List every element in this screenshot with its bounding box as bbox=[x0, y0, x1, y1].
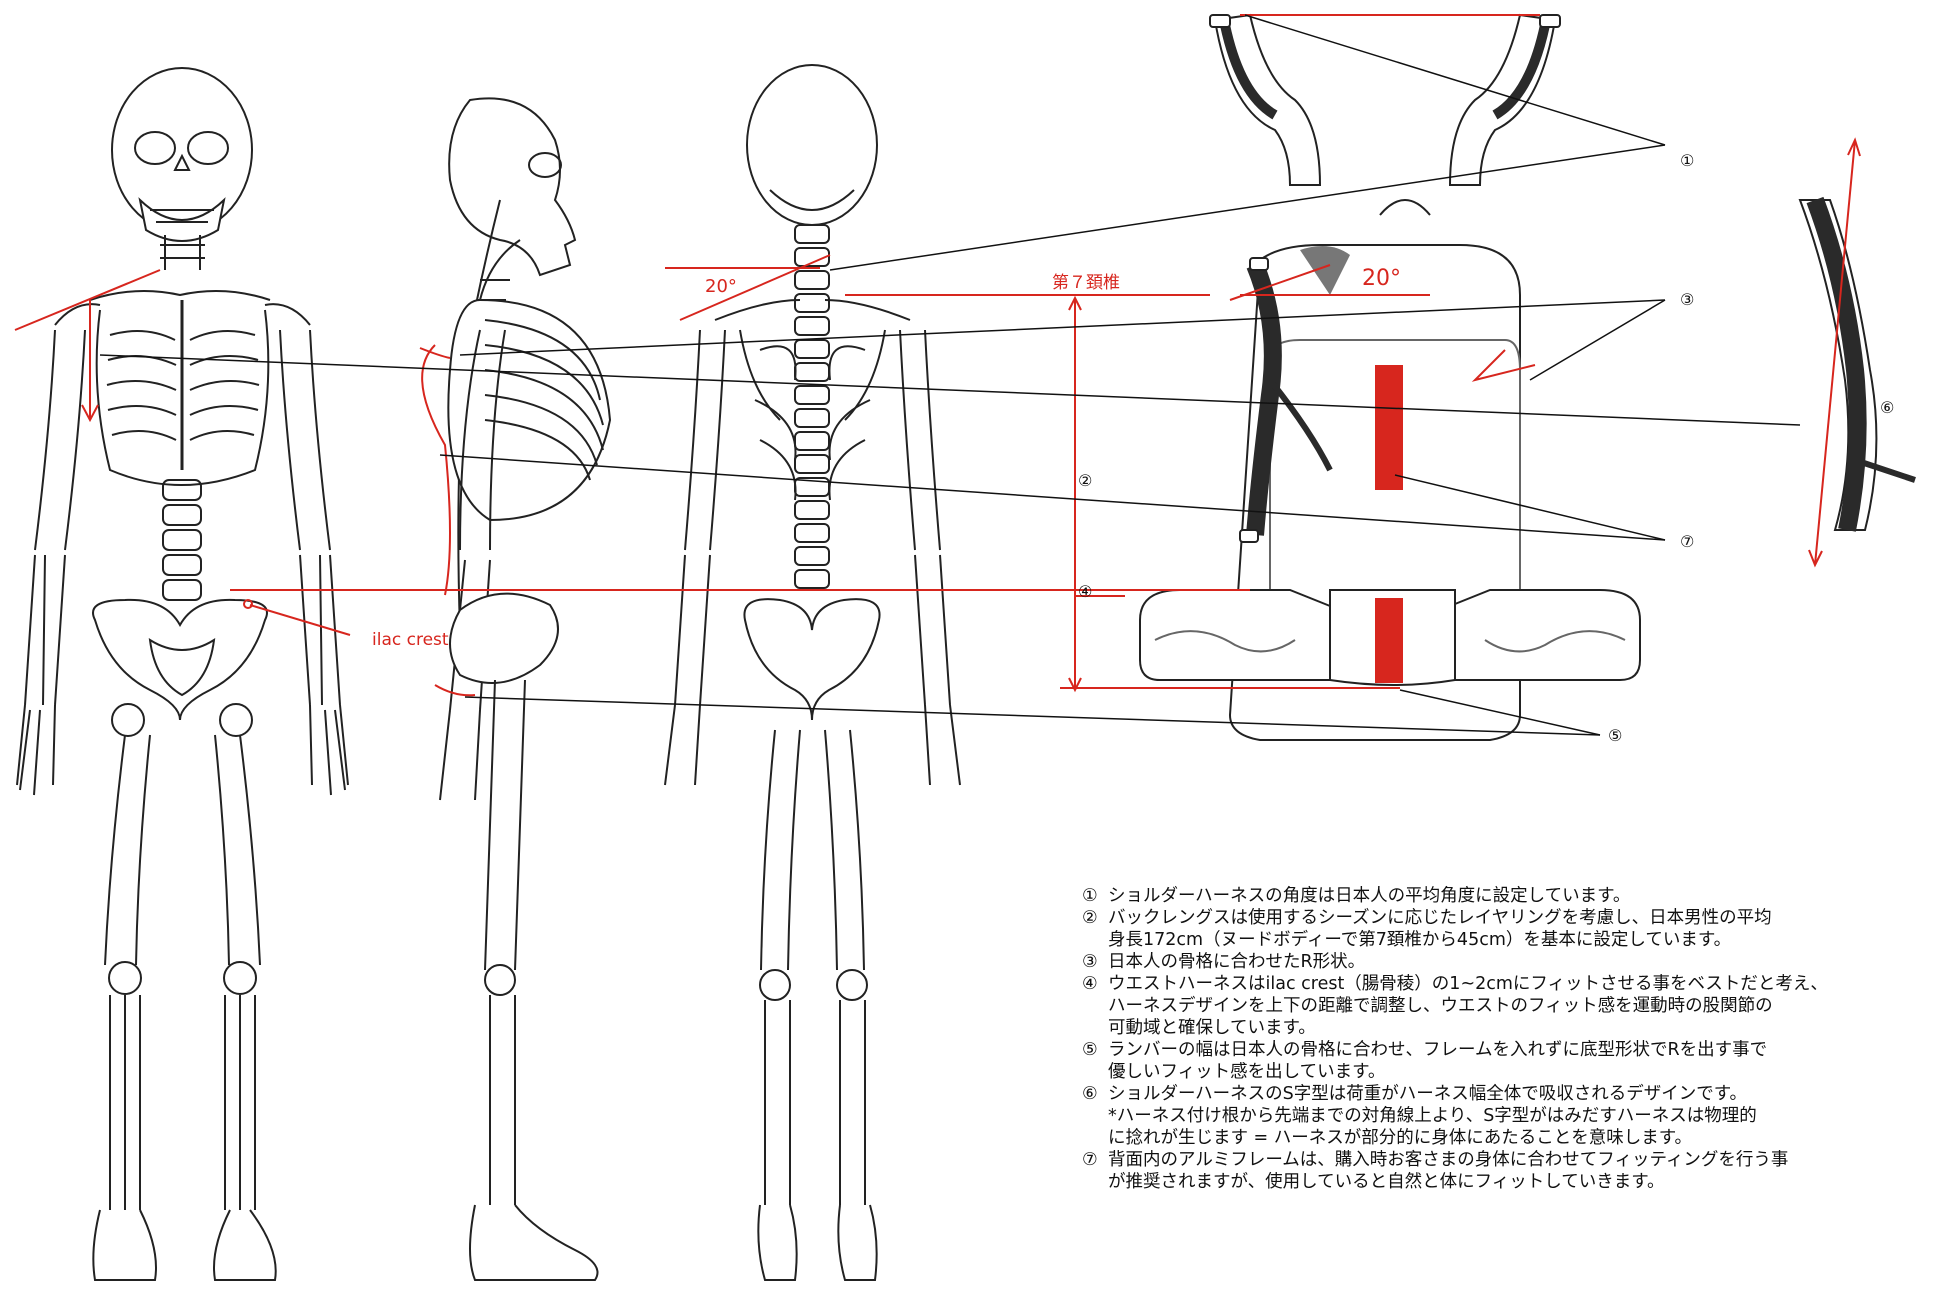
skeleton-front bbox=[17, 68, 348, 1280]
note-line: バックレングスは使用するシーズンに応じたレイヤリングを考慮し、日本男性の平均 bbox=[1108, 908, 1772, 928]
harness-side-profile bbox=[1800, 200, 1915, 530]
marker-6: ⑥ bbox=[1880, 398, 1894, 417]
note-line: 可動域と確保しています。 bbox=[1108, 1018, 1316, 1038]
ilac-crest-label: ilac crest bbox=[372, 630, 449, 650]
note-line: が推奨されますが、使用していると自然と体にフィットしていきます。 bbox=[1108, 1172, 1665, 1192]
note-line: 優しいフィット感を出しています。 bbox=[1108, 1062, 1385, 1082]
notes-list: ① ショルダーハーネスの角度は日本人の平均角度に設定しています。 ② バックレン… bbox=[1082, 885, 1922, 1193]
marker-3: ③ bbox=[1680, 290, 1694, 309]
note-line: *ハーネス付け根から先端までの対角線上より、S字型がはみだすハーネスは物理的 bbox=[1108, 1106, 1757, 1126]
note-1: ① ショルダーハーネスの角度は日本人の平均角度に設定しています。 bbox=[1082, 885, 1922, 907]
note-number: ⑤ bbox=[1082, 1039, 1108, 1083]
note-7: ⑦ 背面内のアルミフレームは、購入時お客さまの身体に合わせてフィッティングを行う… bbox=[1082, 1149, 1922, 1193]
note-line: ランバーの幅は日本人の骨格に合わせ、フレームを入れずに底型形状でRを出す事で bbox=[1108, 1040, 1767, 1060]
note-number: ① bbox=[1082, 885, 1108, 907]
note-number: ⑥ bbox=[1082, 1083, 1108, 1149]
shoulder-harness-top bbox=[1210, 15, 1560, 185]
note-3: ③ 日本人の骨格に合わせたR形状。 bbox=[1082, 951, 1922, 973]
note-number: ③ bbox=[1082, 951, 1108, 973]
angle-label-back: 20° bbox=[705, 276, 737, 297]
marker-2: ② bbox=[1078, 471, 1092, 490]
note-line: 身長172cm（ヌードボディーで第7頚椎から45cm）を基本に設定しています。 bbox=[1108, 930, 1731, 950]
note-number: ② bbox=[1082, 907, 1108, 951]
note-line: 日本人の骨格に合わせたR形状。 bbox=[1108, 952, 1365, 972]
note-line: ハーネスデザインを上下の距離で調整し、ウエストのフィット感を運動時の股関節の bbox=[1108, 996, 1773, 1016]
angle-label-pack: 20° bbox=[1362, 266, 1401, 291]
c7-label: 第７頚椎 bbox=[1052, 273, 1120, 293]
note-number: ④ bbox=[1082, 973, 1108, 1039]
marker-5: ⑤ bbox=[1608, 726, 1622, 745]
note-6: ⑥ ショルダーハーネスのS字型は荷重がハーネス幅全体で吸収されるデザインです。*… bbox=[1082, 1083, 1922, 1149]
marker-1: ① bbox=[1680, 151, 1694, 170]
marker-7: ⑦ bbox=[1680, 532, 1694, 551]
note-line: ショルダーハーネスのS字型は荷重がハーネス幅全体で吸収されるデザインです。 bbox=[1108, 1084, 1747, 1104]
note-number: ⑦ bbox=[1082, 1149, 1108, 1193]
note-4: ④ ウエストハーネスはilac crest（腸骨稜）の1~2cmにフィットさせる… bbox=[1082, 973, 1922, 1039]
note-line: ウエストハーネスはilac crest（腸骨稜）の1~2cmにフィットさせる事を… bbox=[1108, 974, 1828, 994]
note-2: ② バックレングスは使用するシーズンに応じたレイヤリングを考慮し、日本男性の平均… bbox=[1082, 907, 1922, 951]
note-5: ⑤ ランバーの幅は日本人の骨格に合わせ、フレームを入れずに底型形状でRを出す事で… bbox=[1082, 1039, 1922, 1083]
skeleton-side bbox=[440, 98, 610, 1280]
skeleton-back bbox=[665, 65, 960, 1280]
note-line: に捻れが生じます = ハーネスが部分的に身体にあたることを意味します。 bbox=[1108, 1128, 1692, 1148]
marker-4: ④ bbox=[1078, 582, 1092, 601]
note-line: 背面内のアルミフレームは、購入時お客さまの身体に合わせてフィッティングを行う事 bbox=[1108, 1150, 1788, 1170]
note-line: ショルダーハーネスの角度は日本人の平均角度に設定しています。 bbox=[1108, 886, 1630, 906]
